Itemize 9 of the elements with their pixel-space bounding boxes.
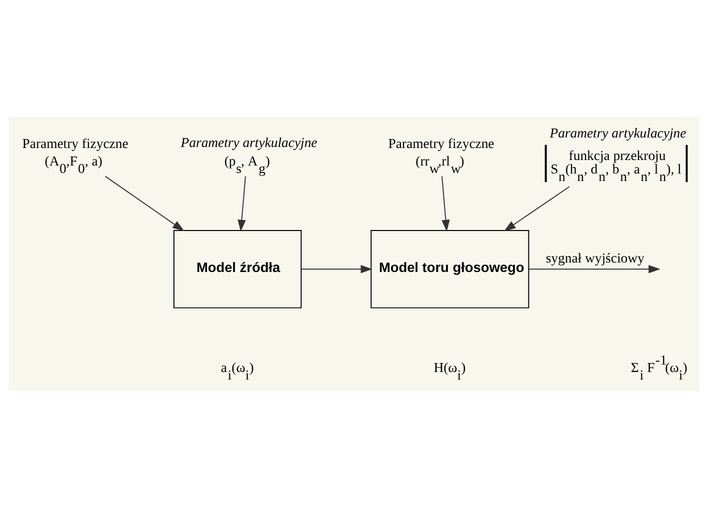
arrow <box>300 264 372 273</box>
arrow <box>528 264 660 273</box>
arrow <box>441 175 450 232</box>
node-box: Model toru głosowego <box>370 230 530 308</box>
edge-label: sygnał wyjściowy <box>546 250 644 266</box>
node-box: Model źródła <box>173 230 302 308</box>
arrow <box>238 175 246 232</box>
arrow <box>104 175 184 231</box>
arrow <box>504 186 570 231</box>
